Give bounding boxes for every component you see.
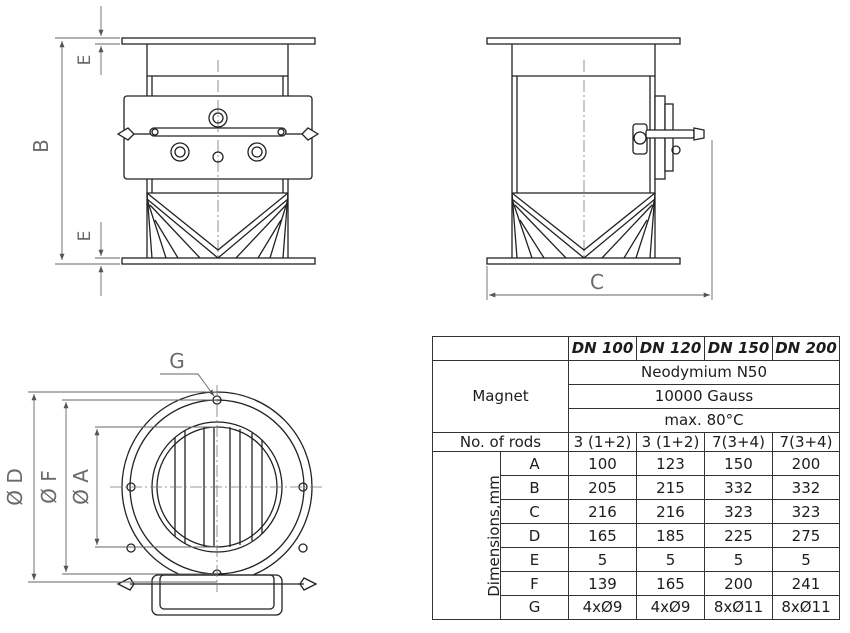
dimensions-label-cell: Dimensions,mm: [432, 451, 503, 620]
dimension-value: 100: [568, 451, 637, 477]
dimension-row-F: F 139 165 200 241: [433, 571, 840, 596]
side-view-dimensions: [486, 140, 713, 300]
header-empty-cell: [432, 336, 569, 361]
dimension-value: 4xØ9: [636, 594, 705, 621]
dimension-value: 332: [772, 475, 840, 501]
rods-label: No. of rods: [432, 431, 569, 453]
dimension-row-B: B 205 215 332 332: [433, 475, 840, 501]
dim-label-E-top: E: [75, 55, 95, 66]
dimension-key: A: [500, 451, 569, 477]
dimension-value: 123: [636, 451, 705, 477]
dimension-value: 4xØ9: [568, 594, 637, 621]
dimension-value: 241: [772, 571, 840, 596]
header-dn150: DN 150: [704, 336, 773, 361]
dim-label-D: Ø D: [3, 468, 27, 506]
magnet-row-2: 10000 Gauss: [433, 383, 840, 409]
dim-label-E-bottom: E: [75, 231, 95, 242]
dimension-value: 165: [568, 523, 637, 549]
dimension-value: 5: [772, 547, 840, 573]
magnet-label: Magnet: [432, 359, 569, 433]
table-header-row: DN 100 DN 120 DN 150 DN 200: [432, 336, 840, 361]
rods-row: No. of rods 3 (1+2) 3 (1+2) 7(3+4) 7(3+4…: [432, 431, 840, 453]
dimension-value: 8xØ11: [704, 594, 773, 621]
dimension-value: 150: [704, 451, 773, 477]
dimension-row-C: C 216 216 323 323: [433, 499, 840, 525]
dimensions-label: Dimensions,mm: [484, 474, 503, 597]
dimension-value: 225: [704, 523, 773, 549]
dim-label-G: G: [169, 349, 185, 373]
dimension-key: C: [500, 499, 569, 525]
side-view: [486, 37, 705, 265]
magnet-row-3: max. 80°C: [433, 407, 840, 433]
dim-label-A: Ø A: [69, 469, 93, 505]
top-view-centerlines: [110, 385, 325, 592]
front-view-dimensions: [55, 6, 120, 296]
front-view: [116, 37, 320, 265]
dimension-key: D: [500, 523, 569, 549]
dimension-value: 165: [636, 571, 705, 596]
dimension-row-A: Dimensions,mm A 100 123 150 200: [432, 451, 840, 620]
dimension-value: 5: [636, 547, 705, 573]
dim-label-C: C: [590, 270, 604, 294]
dimension-value: 8xØ11: [772, 594, 840, 621]
dimension-key: E: [500, 547, 569, 573]
top-view-dimensions: [28, 373, 217, 583]
rods-value: 3 (1+2): [568, 431, 637, 453]
dimension-value: 205: [568, 475, 637, 501]
dimension-value: 139: [568, 571, 637, 596]
rods-value: 7(3+4): [704, 431, 773, 453]
rods-value: 3 (1+2): [636, 431, 705, 453]
dimension-value: 323: [772, 499, 840, 525]
dimension-value: 275: [772, 523, 840, 549]
magnet-row-1: Magnet Neodymium N50: [432, 359, 840, 433]
header-dn120: DN 120: [636, 336, 705, 361]
rods-value: 7(3+4): [772, 431, 840, 453]
header-dn200: DN 200: [772, 336, 840, 361]
dimension-value: 5: [568, 547, 637, 573]
dimension-value: 332: [704, 475, 773, 501]
dimension-key: B: [500, 475, 569, 501]
dimension-value: 200: [704, 571, 773, 596]
dim-label-F: Ø F: [37, 470, 61, 504]
magnet-strength: 10000 Gauss: [568, 383, 840, 409]
dimension-value: 5: [704, 547, 773, 573]
dimension-row-G: G 4xØ9 4xØ9 8xØ11 8xØ11: [433, 594, 840, 621]
magnet-max-temp: max. 80°C: [568, 407, 840, 433]
dim-label-B: B: [29, 139, 53, 153]
dimension-value: 185: [636, 523, 705, 549]
header-dn100: DN 100: [568, 336, 637, 361]
dimension-value: 216: [636, 499, 705, 525]
specification-table: DN 100 DN 120 DN 150 DN 200 Magnet Neody…: [432, 336, 840, 621]
dimension-value: 215: [636, 475, 705, 501]
dimension-value: 216: [568, 499, 637, 525]
dimension-key: G: [500, 594, 569, 621]
dimension-value: 323: [704, 499, 773, 525]
dimension-value: 200: [772, 451, 840, 477]
magnet-material: Neodymium N50: [568, 359, 840, 385]
dimension-key: F: [500, 571, 569, 596]
